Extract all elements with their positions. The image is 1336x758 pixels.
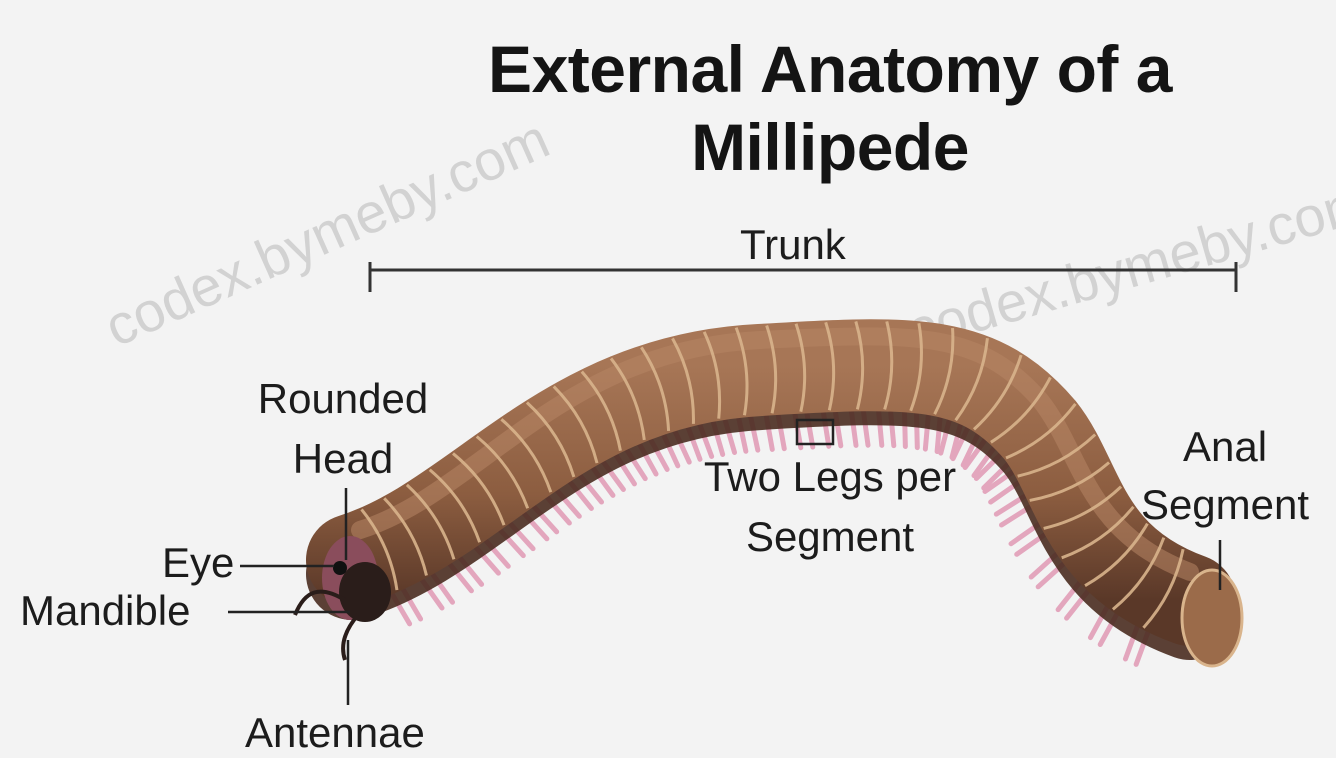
label-antennae: Antennae [245, 706, 425, 758]
label-two-legs-line-1: Two Legs per [680, 450, 980, 504]
antenna-part [343, 615, 358, 660]
label-trunk: Trunk [740, 218, 846, 272]
label-rounded-head: Rounded Head [238, 372, 448, 486]
label-anal-line-2: Segment [1120, 478, 1330, 532]
anal-segment-cap [1182, 570, 1242, 666]
label-anal-segment: Anal Segment [1120, 420, 1330, 532]
label-eye: Eye [162, 536, 234, 590]
label-anal-line-1: Anal [1120, 420, 1330, 474]
label-two-legs-per-segment: Two Legs per Segment [680, 450, 980, 564]
label-rounded-head-line-1: Rounded [238, 372, 448, 426]
label-mandible: Mandible [20, 584, 190, 638]
eye-dot [333, 561, 347, 575]
label-rounded-head-line-2: Head [238, 432, 448, 486]
label-two-legs-line-2: Segment [680, 510, 980, 564]
